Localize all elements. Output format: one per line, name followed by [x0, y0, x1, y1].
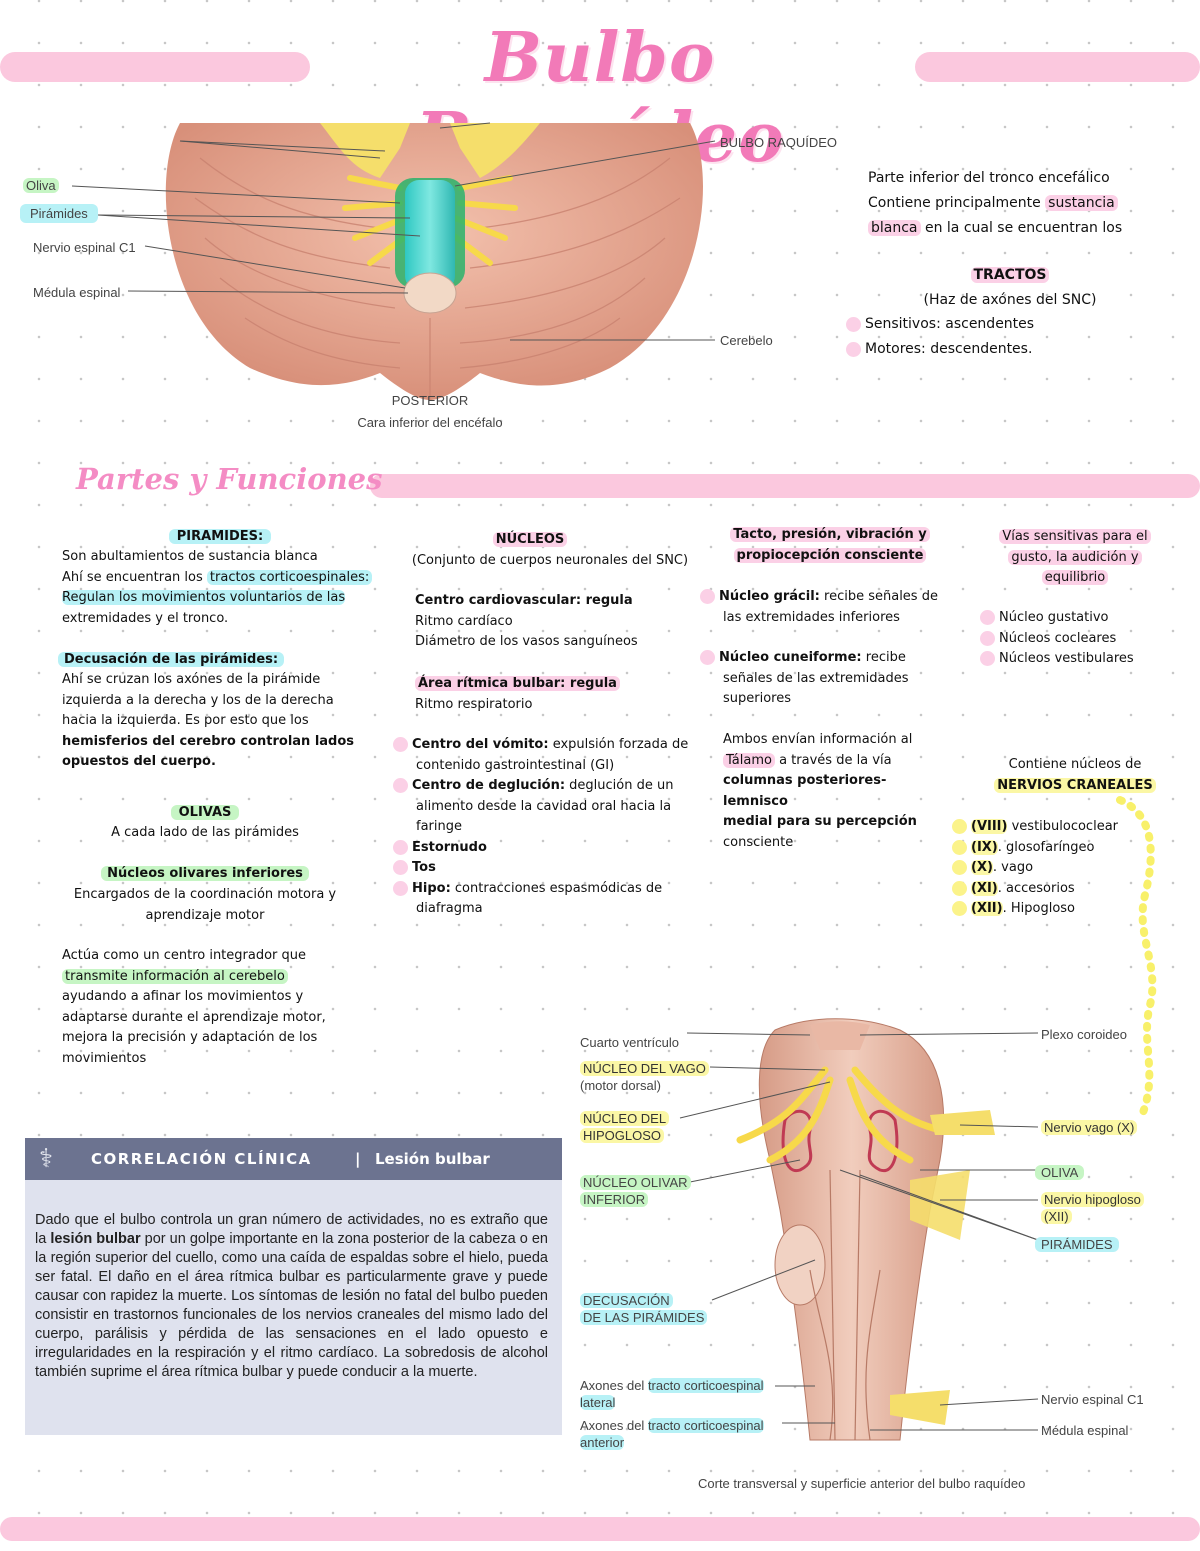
medulla-cross-section-figure — [679, 1018, 1039, 1441]
tractos-sub: (Haz de axónes del SNC) — [923, 292, 1097, 308]
title-bar-right — [915, 52, 1200, 82]
clinical-text: Dado que el bulbo controla un gran númer… — [35, 1212, 548, 1380]
label-cerebelo: Cerebelo — [720, 333, 773, 348]
label-cuarto-ventriculo: Cuarto ventrículo — [580, 1035, 679, 1050]
label-oliva: Oliva — [23, 178, 59, 193]
yellow-dotted-connector — [1116, 796, 1157, 1124]
vias-sensitivas: Vías sensitivas para el gusto, la audici… — [990, 527, 1160, 589]
label-medula: Médula espinal — [33, 285, 121, 300]
label-nervio-c1-bottom: Nervio espinal C1 — [1041, 1392, 1144, 1407]
label-axones-lateral: Axones del tracto corticoespinal lateral — [580, 1378, 764, 1410]
nucleos-olivares-text: Encargados de la coordinación motora y a… — [73, 887, 337, 923]
bullet-dot — [846, 316, 861, 332]
caption-bottom-figure: Corte transversal y superficie anterior … — [698, 1476, 1026, 1491]
label-nervio-hipogloso: Nervio hipogloso (XII) — [1041, 1191, 1144, 1225]
gracil-block: Núcleo grácil: recibe señales de las ext… — [700, 587, 950, 628]
olivas-function-text: Actúa como un centro integrador que tran… — [62, 948, 326, 1066]
label-bulbo: BULBO RAQUÍDEO — [720, 135, 838, 150]
title-bar-left — [0, 52, 310, 82]
label-nervio-vago: Nervio vago (X) — [1041, 1120, 1138, 1135]
label-piramides: Pirámides — [20, 204, 98, 223]
label-axones-anterior: Axones del tracto corticoespinal anterio… — [580, 1418, 764, 1450]
olivas-text: A cada lado de las pirámides — [111, 825, 299, 840]
label-nervio-c1: Nervio espinal C1 — [33, 240, 136, 255]
intro-line3: blanca en la cual se encuentran los — [868, 216, 1168, 241]
bottom-bar — [0, 1517, 1200, 1541]
nervios-craneales-title: Contiene núcleos de NERVIOS CRANEALES — [990, 755, 1160, 796]
cranial-nerve-item: (XII). Hipogloso — [952, 899, 1152, 920]
decusacion-text: Ahí se cruzan los axónes de la pirámide … — [62, 672, 355, 769]
section-bar — [370, 474, 1200, 498]
caduceus-icon: ⚕ — [39, 1144, 55, 1174]
cranial-nerve-list: (VIII) vestibulococlear (IX). glosofarín… — [952, 817, 1152, 920]
tacto-title: Tacto, presión, vibración y propiocepció… — [720, 525, 940, 566]
label-medula-bottom: Médula espinal — [1041, 1423, 1129, 1438]
label-nucleo-olivar: NÚCLEO OLIVAR INFERIOR — [580, 1174, 691, 1208]
nucleos-olivares-title: Núcleos olivares inferiores — [60, 864, 350, 885]
cranial-nerve-item: (X). vago — [952, 858, 1152, 879]
bullet-dot — [846, 341, 861, 357]
label-oliva-bottom: OLIVA — [1035, 1165, 1085, 1180]
tractos-title: TRACTOS — [900, 265, 1120, 286]
piramides-text: Son abultamientos de sustancia blanca Ah… — [62, 547, 392, 629]
label-plexo: Plexo coroideo — [1041, 1027, 1127, 1042]
intro-line1: Parte inferior del tronco encefálico — [868, 170, 1110, 186]
sensory-nuclei-list: Núcleo gustativo Núcleos cocleares Núcle… — [980, 608, 1180, 670]
label-decusacion: DECUSACIÓN DE LAS PIRÁMIDES — [580, 1292, 708, 1326]
clinical-header: ⚕ CORRELACIÓN CLÍNICA | Lesión bulbar — [25, 1138, 562, 1180]
piramides-title: PIRAMIDES: — [120, 527, 320, 548]
clinical-header-sep: | — [355, 1150, 362, 1168]
intro-line2: Contiene principalmente sustancia — [868, 191, 1168, 216]
cardiovascular-block: Centro cardiovascular: regula Ritmo card… — [415, 593, 638, 649]
cranial-nerve-item: (XI). accesorios — [952, 879, 1152, 900]
clinical-box — [25, 1180, 562, 1435]
cranial-nerve-item: (IX). glosofaríngeo — [952, 838, 1152, 859]
cuneiforme-block: Núcleo cuneiforme: recibe señales de las… — [700, 648, 950, 710]
vomito-block: Centro del vómito: expulsión forzada de … — [393, 735, 723, 920]
caption-posterior: POSTERIOR — [391, 393, 469, 408]
tractos-motores: Motores: descendentes. — [846, 339, 1032, 360]
caption-top-figure: Cara inferior del encéfalo — [357, 415, 503, 430]
tractos-sensitivos: Sensitivos: ascendentes — [846, 314, 1034, 335]
label-nucleo-hipogloso: NÚCLEO DEL HIPOGLOSO — [580, 1110, 670, 1144]
clinical-header-sub: Lesión bulbar — [375, 1150, 490, 1168]
ritmica-block: Área rítmica bulbar: regula Ritmo respir… — [415, 674, 715, 715]
clinical-header-main: CORRELACIÓN CLÍNICA — [91, 1150, 312, 1168]
nucleos-sub: (Conjunto de cuerpos neuronales del SNC) — [411, 553, 689, 568]
cranial-nerve-item: (VIII) vestibulococlear — [952, 817, 1152, 838]
nucleos-title: NÚCLEOS — [430, 530, 630, 551]
label-nucleo-vago: NÚCLEO DEL VAGO (motor dorsal) — [580, 1060, 709, 1094]
label-piramides-bottom: PIRÁMIDES — [1035, 1237, 1119, 1252]
ambos-block: Ambos envían información al Tálamo a tra… — [723, 732, 917, 850]
olivas-title: OLIVAS — [100, 803, 310, 824]
decusacion-title: Decusación de las pirámides: — [58, 650, 285, 671]
brain-inferior-figure — [71, 122, 716, 400]
intro-text: Parte inferior del tronco encefálico Con… — [868, 166, 1168, 241]
section-title: Partes y Funciones — [76, 462, 383, 496]
